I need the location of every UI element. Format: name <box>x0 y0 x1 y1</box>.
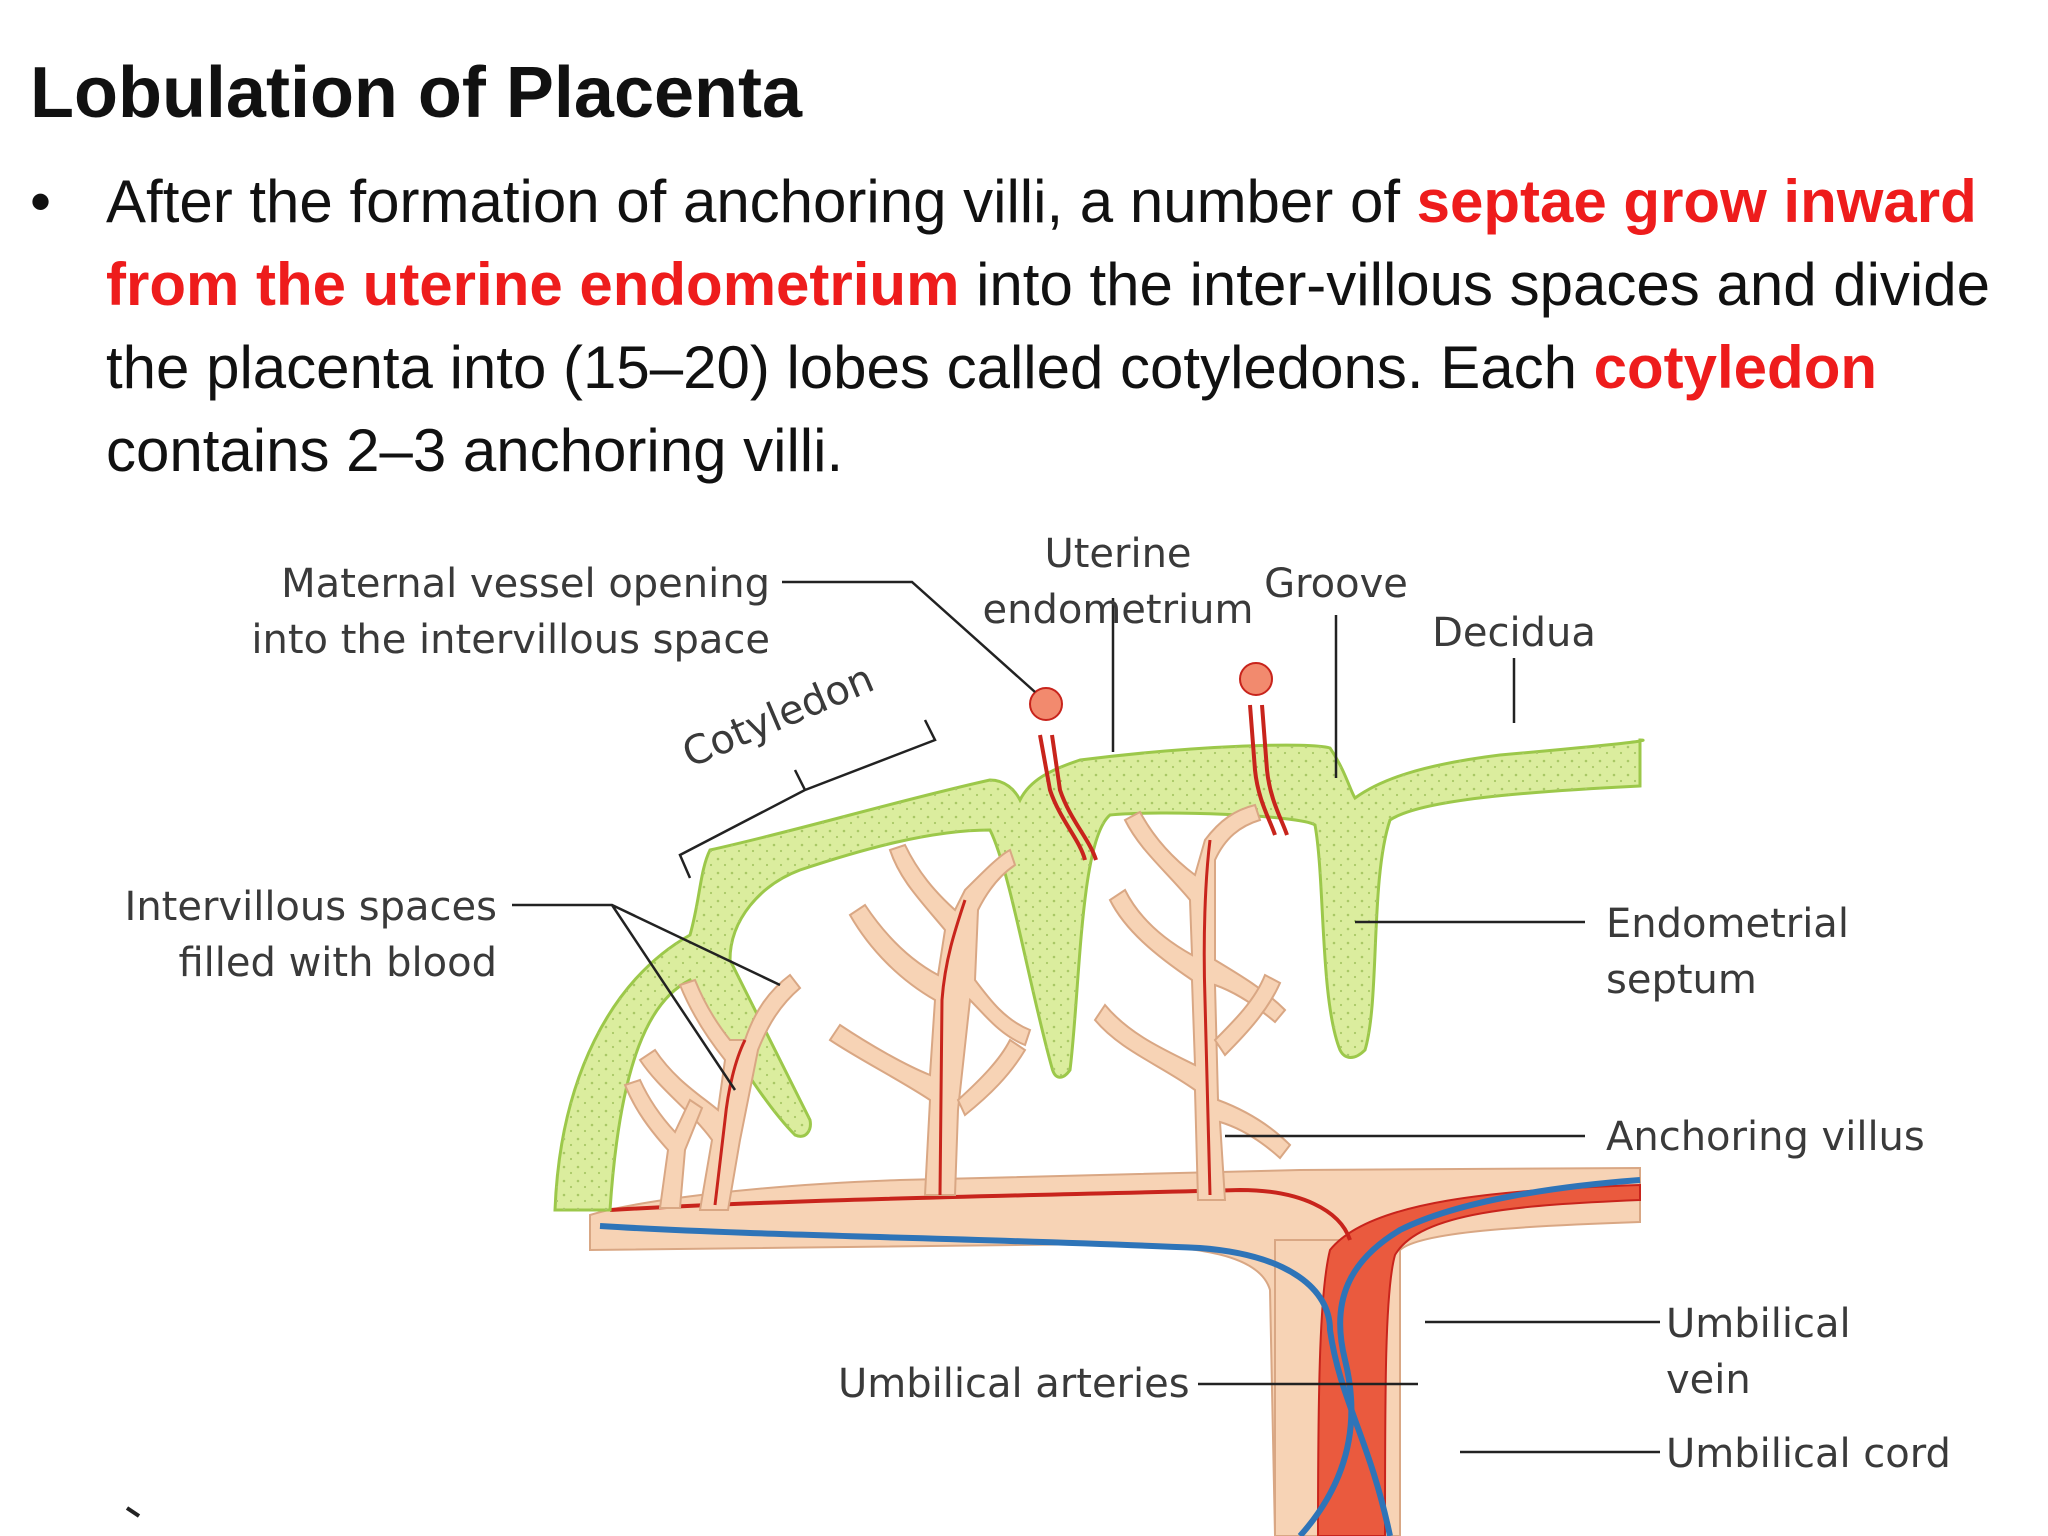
bullet-segment: After the formation of anchoring villi, … <box>106 168 1417 235</box>
leader-intervillous <box>512 903 781 1091</box>
bullet-highlight-septae: septae grow inward from the uterine endo… <box>106 168 1977 318</box>
label-intervillous-1: Intervillous spaces <box>125 884 497 930</box>
plate-artery <box>609 1187 1352 1241</box>
maternal-vessel-1 <box>1029 687 1098 861</box>
villus-artery-2 <box>1202 839 1212 1196</box>
label-maternal-vessel-1: Maternal vessel opening <box>281 561 770 607</box>
bullet-segment: contains 2–3 anchoring villi. <box>106 417 844 484</box>
villus-tree-4 <box>623 1078 704 1209</box>
label-uterine-1: Uterine <box>1044 531 1191 577</box>
label-umbilical-arteries: Umbilical arteries <box>838 1361 1190 1407</box>
bullet-highlight-cotyledon: cotyledon <box>1593 334 1877 401</box>
villus-artery-1 <box>938 899 967 1196</box>
label-maternal-vessel-2: into the intervillous space <box>251 617 770 663</box>
label-umbilical-vein-2: vein <box>1666 1357 1751 1403</box>
label-decidua: Decidua <box>1432 610 1596 656</box>
chorionic-plate <box>589 1166 1641 1536</box>
label-endometrial-2: septum <box>1606 957 1757 1003</box>
label-endometrial-1: Endometrial <box>1606 901 1849 947</box>
slide-title: Lobulation of Placenta <box>30 53 803 133</box>
bullet-dot: • <box>30 168 52 235</box>
villus-tree-3 <box>1093 803 1292 1201</box>
label-anchoring-villus: Anchoring villus <box>1606 1114 1925 1160</box>
leader-maternal-vessel <box>782 580 1036 693</box>
maternal-vessel-2 <box>1239 662 1289 836</box>
label-uterine-2: endometrium <box>983 587 1254 633</box>
umbilical-vein <box>1316 1183 1641 1536</box>
villus-tree-1 <box>638 973 802 1211</box>
bullet-text: After the formation of anchoring villi, … <box>106 160 2016 492</box>
label-groove: Groove <box>1264 561 1408 607</box>
bullet-point: • After the formation of anchoring villi… <box>30 160 2020 492</box>
label-cotyledon: Cotyledon <box>676 656 881 778</box>
label-intervillous-2: filled with blood <box>178 940 497 986</box>
label-umbilical-cord: Umbilical cord <box>1666 1431 1951 1477</box>
bullet-segment: into the inter-villous spaces and divide… <box>106 251 1990 401</box>
stray-mark <box>125 1506 141 1518</box>
umbilical-artery-blue-2 <box>1297 1177 1641 1536</box>
villus-artery-3 <box>713 1039 747 1206</box>
label-umbilical-vein-1: Umbilical <box>1666 1301 1851 1347</box>
villus-tree-2 <box>828 843 1032 1196</box>
cotyledon-bracket <box>678 719 937 879</box>
decidua-dots <box>555 740 1644 1210</box>
